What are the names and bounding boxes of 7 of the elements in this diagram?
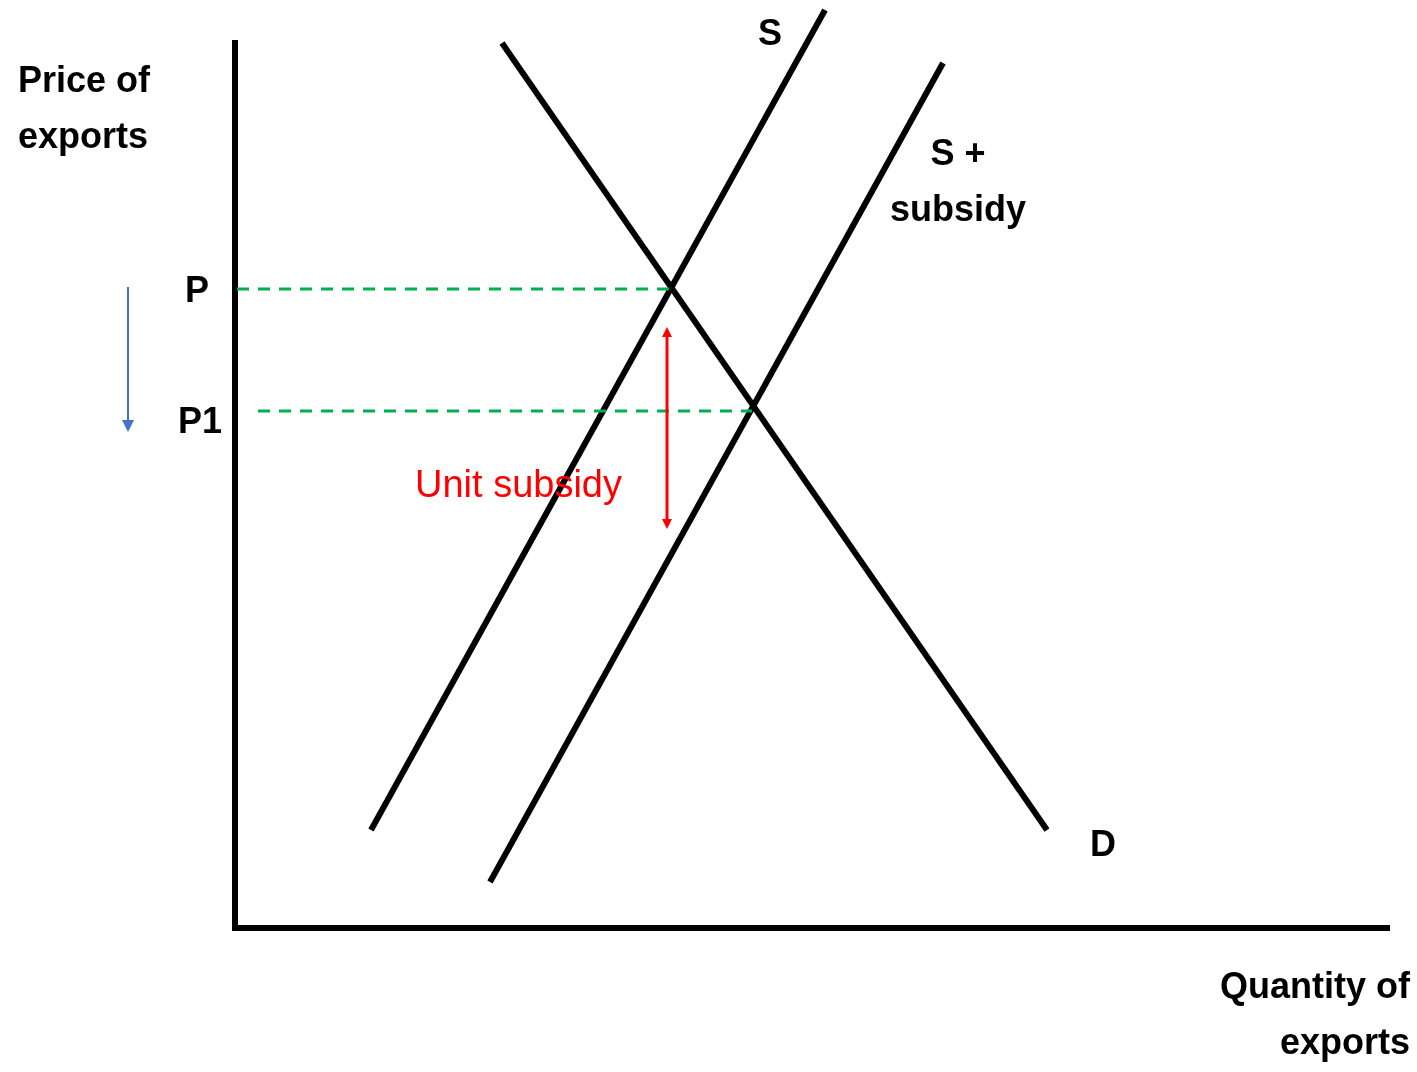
- curve-label: S: [758, 11, 783, 55]
- price-label: P1: [178, 399, 224, 443]
- axis-label: Quantity of exports: [1219, 964, 1410, 1064]
- axis-label: Price of exports: [18, 58, 152, 158]
- curve-label: S + subsidy: [888, 131, 1027, 231]
- curve-label: D: [1090, 822, 1117, 866]
- price-label: P: [185, 268, 210, 312]
